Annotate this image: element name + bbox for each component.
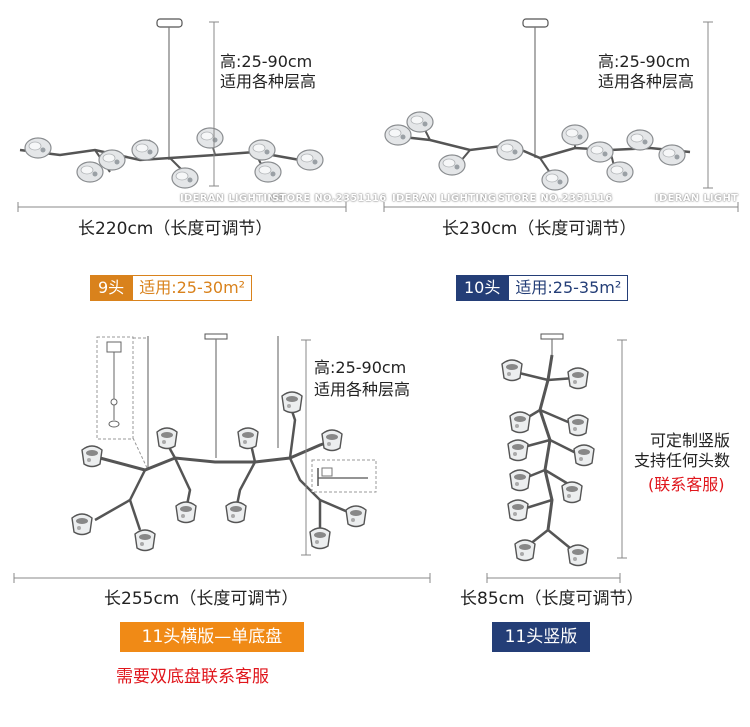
panel-10-height: 高:25-90cm: [598, 52, 691, 71]
watermark-store-2: STORE NO.2351116: [498, 193, 613, 204]
panel-11h-height-note: 适用各种层高: [314, 380, 411, 399]
panel-9-height-note: 适用各种层高: [220, 72, 317, 91]
badge-9-area: 适用:25-30m²: [132, 275, 253, 301]
panel-9-height: 高:25-90cm: [220, 52, 313, 71]
badge-10-count: 10头: [456, 275, 509, 301]
panel-11v-length: 长85cm（长度可调节）: [460, 589, 644, 609]
badge-9-count: 9头: [90, 275, 133, 301]
tag-11-vertical: 11头竖版: [492, 622, 590, 652]
panel-9-length: 长220cm（长度可调节）: [78, 219, 273, 239]
double-base-note: 需要双底盘联系客服: [116, 667, 269, 687]
panel-10-length: 长230cm（长度可调节）: [442, 219, 637, 239]
any-heads-label: 支持任何头数: [634, 451, 731, 470]
custom-vertical-label: 可定制竖版: [650, 431, 731, 450]
panel-11h-length: 长255cm（长度可调节）: [104, 589, 299, 609]
panel-10-height-note: 适用各种层高: [598, 72, 695, 91]
contact-service-label: (联系客服): [648, 475, 725, 494]
badge-9-heads: 9头 适用:25-30m²: [90, 275, 253, 301]
badge-10-area: 适用:25-35m²: [508, 275, 629, 301]
watermark-brand-1: IDERAN LIGHTING: [180, 193, 285, 204]
watermark-brand-3: IDERAN LIGHT: [655, 193, 739, 204]
badge-10-heads: 10头 适用:25-35m²: [456, 275, 629, 301]
watermark-store-1: STORE NO.2351116: [272, 193, 387, 204]
watermark-brand-2: IDERAN LIGHTING: [392, 193, 497, 204]
tag-11-horizontal: 11头横版—单底盘: [120, 622, 304, 652]
panel-11h-height: 高:25-90cm: [314, 358, 407, 377]
